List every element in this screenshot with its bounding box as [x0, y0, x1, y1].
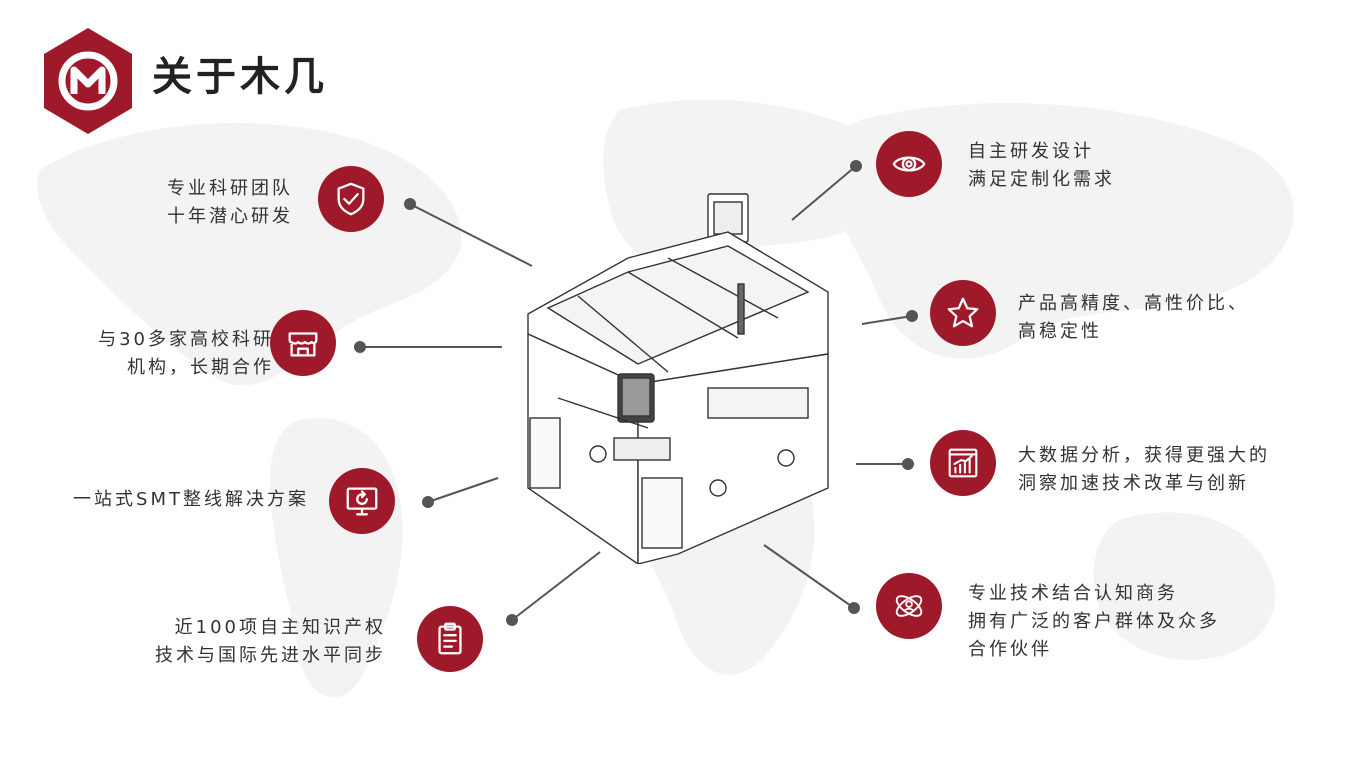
feature-business-partners: 专业技术结合认知商务 拥有广泛的客户群体及众多 合作伙伴	[968, 580, 1220, 664]
feature-line: 大数据分析，获得更强大的	[1018, 445, 1270, 466]
feature-line: 高稳定性	[1018, 321, 1102, 342]
shield-check-icon	[318, 166, 384, 232]
feature-smt-solution: 一站式SMT整线解决方案	[73, 486, 309, 514]
page-title: 关于木几	[152, 54, 328, 100]
smt-machine-illustration	[527, 193, 829, 564]
feature-line: 拥有广泛的客户群体及众多	[968, 611, 1220, 632]
orbit-user-icon	[876, 573, 942, 639]
storefront-icon	[270, 310, 336, 376]
star-icon	[930, 280, 996, 346]
feature-line: 近100项自主知识产权	[174, 617, 386, 638]
feature-line: 与30多家高校科研	[98, 329, 274, 350]
feature-line: 专业科研团队	[167, 178, 293, 199]
monitor-refresh-icon	[329, 468, 395, 534]
feature-custom-design: 自主研发设计 满足定制化需求	[968, 138, 1115, 194]
feature-research-team: 专业科研团队 十年潜心研发	[167, 175, 293, 231]
feature-line: 技术与国际先进水平同步	[155, 645, 386, 666]
feature-line: 十年潜心研发	[167, 206, 293, 227]
clipboard-icon	[417, 606, 483, 672]
feature-line: 自主研发设计	[968, 141, 1094, 162]
feature-ip-rights: 近100项自主知识产权 技术与国际先进水平同步	[155, 614, 386, 670]
bar-chart-icon	[930, 430, 996, 496]
feature-line: 机构，长期合作	[127, 357, 274, 378]
feature-precision: 产品高精度、高性价比、 高稳定性	[1018, 290, 1249, 346]
feature-line: 一站式SMT整线解决方案	[73, 489, 309, 510]
feature-university-partners: 与30多家高校科研 机构，长期合作	[98, 326, 274, 382]
feature-big-data: 大数据分析，获得更强大的 洞察加速技术改革与创新	[1018, 442, 1270, 498]
eye-icon	[876, 131, 942, 197]
feature-line: 满足定制化需求	[968, 169, 1115, 190]
feature-line: 合作伙伴	[968, 639, 1052, 660]
brand-logo	[44, 28, 132, 134]
feature-line: 产品高精度、高性价比、	[1018, 293, 1249, 314]
feature-line: 洞察加速技术改革与创新	[1018, 473, 1249, 494]
feature-line: 专业技术结合认知商务	[968, 583, 1178, 604]
